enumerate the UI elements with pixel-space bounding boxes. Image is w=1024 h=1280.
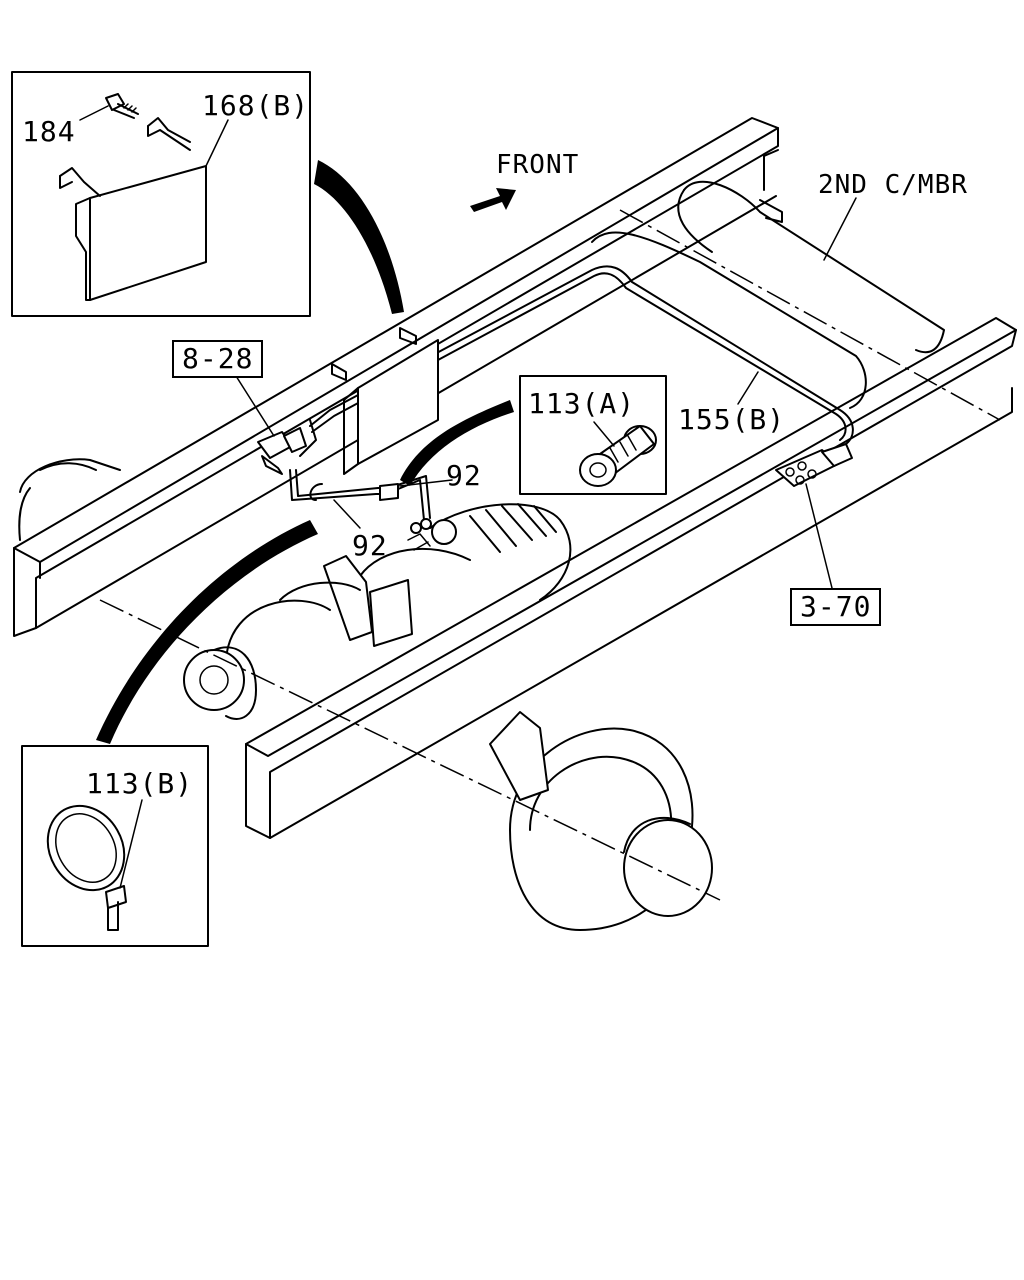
leader-184	[79, 105, 109, 121]
leader-crossmember	[823, 197, 857, 261]
inset-clip	[519, 375, 667, 495]
part-184-label: 184	[22, 115, 76, 148]
part-92-upper-label: 92	[446, 459, 482, 492]
pointer-arc-lower	[96, 520, 318, 744]
leader-168b	[205, 119, 229, 167]
ref-3-70-box[interactable]: 3-70	[790, 588, 882, 626]
left-wheel-hub	[18, 458, 121, 541]
frame-heat-shield	[331, 327, 439, 475]
part-113b-label: 113(B)	[86, 767, 194, 800]
harness-155b	[309, 265, 854, 445]
part-92-lower-label: 92	[352, 529, 388, 562]
part-168b-label: 168(B)	[202, 89, 310, 122]
pointer-arc-clip	[400, 400, 514, 486]
right-frame-rail	[245, 317, 1017, 839]
connector-3-70-drawing	[775, 443, 853, 487]
leader-113b	[119, 799, 143, 889]
front-arrow	[470, 188, 516, 212]
differential-housing	[183, 503, 572, 720]
cable-tie-113b-drawing	[46, 804, 127, 931]
ref-8-28-box[interactable]: 8-28	[172, 340, 264, 378]
left-frame-rail	[13, 117, 779, 637]
inset-cable-tie	[21, 745, 209, 947]
wiring-92	[289, 419, 432, 551]
right-wheel-hub	[99, 599, 721, 931]
leader-3-70	[805, 483, 835, 597]
inset-heat-shield	[11, 71, 311, 317]
leader-155b	[737, 371, 759, 405]
relay-8-28-drawing	[257, 427, 307, 475]
bolt-184-drawing	[105, 93, 139, 119]
second-crossmember	[591, 180, 1001, 421]
heat-shield-168b-drawing	[59, 117, 207, 301]
leader-113a	[593, 421, 615, 447]
front-label: FRONT	[496, 150, 580, 180]
leader-8-28	[235, 375, 275, 437]
part-113a-label: 113(A)	[528, 387, 636, 420]
pointer-arc-upper	[314, 160, 404, 314]
clip-113a-drawing	[579, 425, 657, 487]
leader-92-lower	[333, 499, 361, 529]
crossmember-label: 2ND C/MBR	[818, 170, 968, 200]
part-155b-label: 155(B)	[678, 403, 786, 436]
